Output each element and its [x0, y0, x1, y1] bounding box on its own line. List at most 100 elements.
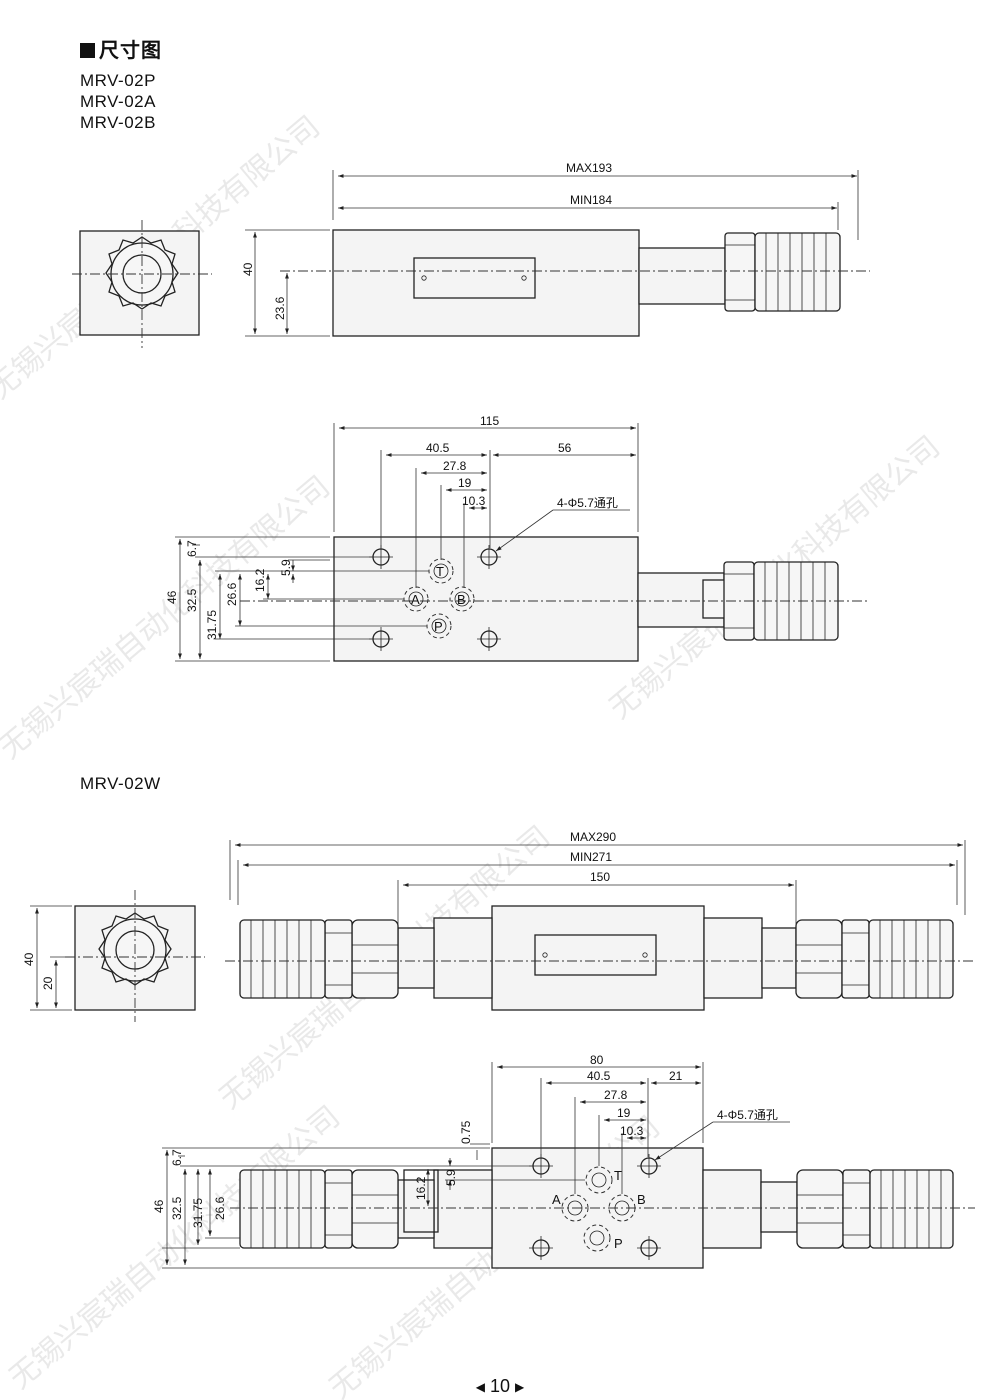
section-title-text: 尺寸图	[99, 38, 162, 62]
model-name-bottom: MRV-02W	[80, 774, 161, 793]
dim-26-6: 26.6	[225, 582, 239, 606]
port-label-t: T	[436, 564, 444, 579]
dim-max-length: MAX193	[566, 161, 612, 175]
bullet-square-icon	[80, 43, 95, 58]
dim-27-8: 27.8	[443, 459, 467, 473]
left-adjust-knob	[239, 919, 326, 999]
dim-80: 80	[590, 1053, 604, 1067]
page-number-text: 10	[489, 1376, 511, 1396]
left-nut-flat	[403, 1169, 439, 1233]
port-label-p: P	[614, 1236, 623, 1251]
port-label-b: B	[637, 1192, 646, 1207]
left-housing	[433, 1169, 493, 1249]
dim-16-2: 16.2	[414, 1176, 428, 1200]
knob-star-outline	[105, 236, 179, 310]
dim-40-5: 40.5	[587, 1069, 611, 1083]
top-end-view	[72, 220, 212, 348]
port-t	[585, 1166, 613, 1194]
right-collar	[761, 927, 797, 989]
left-lock-nut	[324, 919, 353, 999]
port-b	[449, 586, 475, 612]
nameplate	[413, 257, 536, 299]
dim-26-6: 26.6	[213, 1196, 227, 1220]
nameplate	[534, 934, 657, 976]
dim-21: 21	[669, 1069, 683, 1083]
top-side-view: MAX193 MIN184 40 23.6	[241, 161, 870, 337]
left-lock-nut	[324, 1169, 353, 1249]
left-hex-nut	[351, 1169, 399, 1249]
model-name: MRV-02B	[80, 113, 156, 132]
dim-0-75: 0.75	[459, 1120, 473, 1144]
left-adjust-knob	[239, 1169, 326, 1249]
dim-31-75: 31.75	[205, 610, 219, 640]
page-number: ◀ 10 ▶	[460, 1376, 540, 1397]
model-list-top: MRV-02P MRV-02A MRV-02B	[80, 70, 156, 133]
right-adjust-knob	[869, 1169, 954, 1249]
port-label-b: B	[457, 592, 466, 607]
dim-56: 56	[558, 441, 572, 455]
right-collar	[760, 1181, 798, 1233]
model-name: MRV-02A	[80, 92, 156, 111]
dim-40-5: 40.5	[426, 441, 450, 455]
section-title: 尺寸图	[80, 34, 162, 63]
dim-6-7: 6.7	[170, 1149, 184, 1166]
dim-32-5: 32.5	[185, 588, 199, 612]
left-housing	[433, 917, 493, 999]
port-label-a: A	[411, 592, 420, 607]
dim-center-height: 20	[41, 976, 55, 990]
svg-text:无锡兴宸瑞自动化科技有限公司: 无锡兴宸瑞自动化科技有限公司	[0, 469, 337, 766]
triangle-left-icon: ◀	[475, 1380, 485, 1394]
dim-10-3: 10.3	[620, 1124, 644, 1138]
triangle-right-icon: ▶	[515, 1380, 525, 1394]
right-adjust-knob	[868, 919, 954, 999]
port-label-p: P	[434, 619, 443, 634]
top-plan-view: T A B P 115 40.5 56 27.8 19 10.3	[165, 414, 870, 662]
dim-min-length: MIN184	[570, 193, 612, 207]
dim-32-5: 32.5	[170, 1196, 184, 1220]
bottom-side-view: MAX290 MIN271 150	[225, 830, 975, 1011]
right-housing	[703, 917, 763, 999]
left-hex-nut	[351, 919, 399, 999]
dim-5-9: 5.9	[444, 1169, 458, 1186]
adjuster-nut	[702, 579, 726, 619]
dim-height: 40	[241, 262, 255, 276]
port-a	[561, 1194, 589, 1222]
dim-center-height: 23.6	[273, 296, 287, 320]
valve-body	[491, 905, 705, 1011]
dim-min-length: MIN271	[570, 850, 612, 864]
port-label-a: A	[552, 1192, 561, 1207]
dim-31-75: 31.75	[191, 1198, 205, 1228]
dim-46: 46	[165, 590, 179, 604]
left-collar	[397, 927, 435, 989]
right-lock-nut	[841, 919, 870, 999]
hole-spec: 4-Φ5.7通孔	[557, 496, 618, 510]
dim-46: 46	[152, 1199, 166, 1213]
valve-body	[332, 229, 640, 337]
right-housing	[702, 1169, 762, 1249]
dim-5-9: 5.9	[279, 559, 293, 576]
dim-19: 19	[458, 476, 472, 490]
dim-height: 40	[22, 952, 36, 966]
bottom-end-view: 40 20	[22, 890, 205, 1022]
port-p	[583, 1224, 611, 1252]
bottom-plan-view: T A B P 80 40.5 21 27.8 19 10.3	[152, 1053, 975, 1269]
dim-150: 150	[590, 870, 610, 884]
dim-16-2: 16.2	[253, 568, 267, 592]
dim-19: 19	[617, 1106, 631, 1120]
adjust-knob	[754, 232, 841, 312]
hole-spec: 4-Φ5.7通孔	[717, 1108, 778, 1122]
dim-10-3: 10.3	[462, 494, 486, 508]
adjuster-housing	[638, 247, 726, 305]
right-hex-nut	[796, 1169, 844, 1249]
port-label-t: T	[614, 1168, 622, 1183]
port-b	[608, 1194, 636, 1222]
dim-6-7: 6.7	[185, 540, 199, 557]
right-hex-nut	[795, 919, 843, 999]
dim-max-length: MAX290	[570, 830, 616, 844]
dim-115: 115	[480, 414, 499, 428]
model-name: MRV-02P	[80, 71, 156, 90]
right-lock-nut	[842, 1169, 871, 1249]
dim-27-8: 27.8	[604, 1088, 628, 1102]
